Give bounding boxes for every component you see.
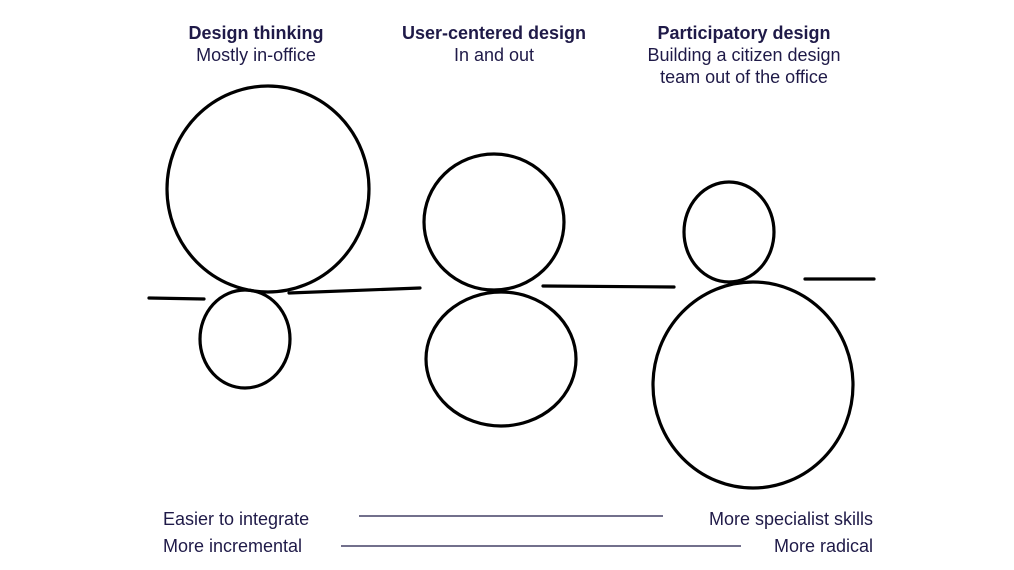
scale-left-label: Easier to integrate [163, 509, 310, 529]
column-title: Design thinking [188, 23, 324, 43]
office-boundary-line [147, 296, 206, 301]
column-title: Participatory design [657, 23, 831, 43]
scale-right-label: More radical [773, 536, 873, 556]
office-boundary-line [541, 284, 676, 289]
participatory-outside-circle [651, 280, 855, 490]
column-header-participatory-design: Participatory design Building a citizen … [629, 22, 859, 88]
user-centered-outside-circle [424, 290, 578, 428]
scale-left-label: More incremental [163, 536, 303, 556]
user-centered-office-circle [422, 152, 566, 292]
column-title: User-centered design [401, 23, 587, 43]
scale-right-label: More specialist skills [708, 509, 873, 529]
column-subtitle: Mostly in-office [196, 45, 316, 65]
office-boundary-line [287, 286, 422, 295]
column-header-user-centered-design: User-centered design In and out [364, 22, 624, 66]
design-thinking-office-circle [165, 84, 371, 294]
column-header-design-thinking: Design thinking Mostly in-office [126, 22, 386, 66]
design-thinking-outside-circle [198, 288, 292, 390]
column-subtitle: Building a citizen design team out of th… [647, 45, 841, 87]
column-subtitle: In and out [453, 45, 535, 65]
participatory-office-circle [682, 180, 776, 284]
